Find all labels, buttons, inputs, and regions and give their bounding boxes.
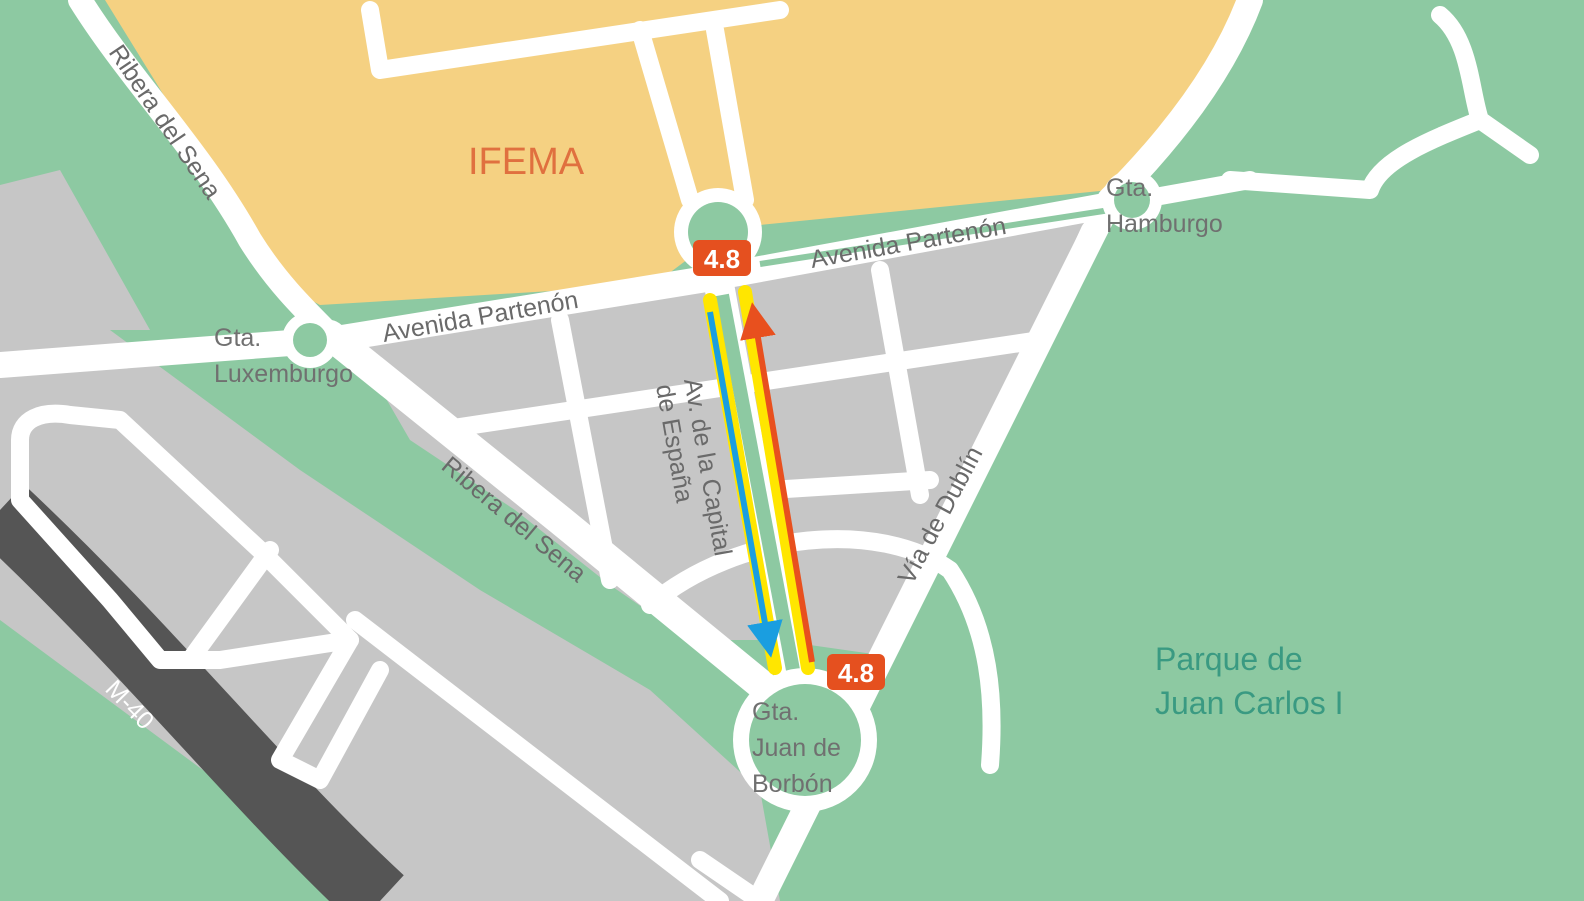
ifema-label: IFEMA: [468, 141, 585, 183]
roundabout-juan-de-borbon-center: [749, 684, 861, 796]
roundabout-luxemburgo-center: [293, 323, 327, 357]
roundabout-label-juan-line1: Gta.: [752, 698, 799, 726]
marker-badge-south[interactable]: 4.8: [827, 654, 885, 690]
roundabout-label-luxemburgo-line2: Luxemburgo: [214, 360, 353, 388]
roundabout-label-hamburgo-line2: Hamburgo: [1106, 210, 1223, 238]
roundabout-label-hamburgo-line1: Gta.: [1106, 174, 1153, 202]
avenue-median: [715, 293, 800, 672]
urban-block-northwest-strip: [0, 170, 150, 330]
route-southbound-arrow: [707, 311, 783, 658]
motorway-m40: [0, 484, 404, 901]
partenon-median: [759, 207, 1111, 267]
roundabout-hamburgo-center: [1114, 182, 1150, 218]
marker-badge-south-label: 4.8: [838, 658, 874, 688]
roundabout-label-juan-line3: Borbón: [752, 770, 833, 798]
route-northbound-arrow: [740, 302, 815, 663]
park-label-line1: Parque de: [1155, 641, 1303, 677]
park-label-line2: Juan Carlos I: [1155, 685, 1344, 721]
marker-badge-north[interactable]: 4.8: [693, 240, 751, 276]
marker-badge-north-label: 4.8: [704, 244, 740, 274]
roundabout-label-juan-line2: Juan de: [752, 734, 841, 762]
route-highlight-east: [738, 285, 815, 675]
roundabout-label-luxemburgo-line1: Gta.: [214, 324, 261, 352]
